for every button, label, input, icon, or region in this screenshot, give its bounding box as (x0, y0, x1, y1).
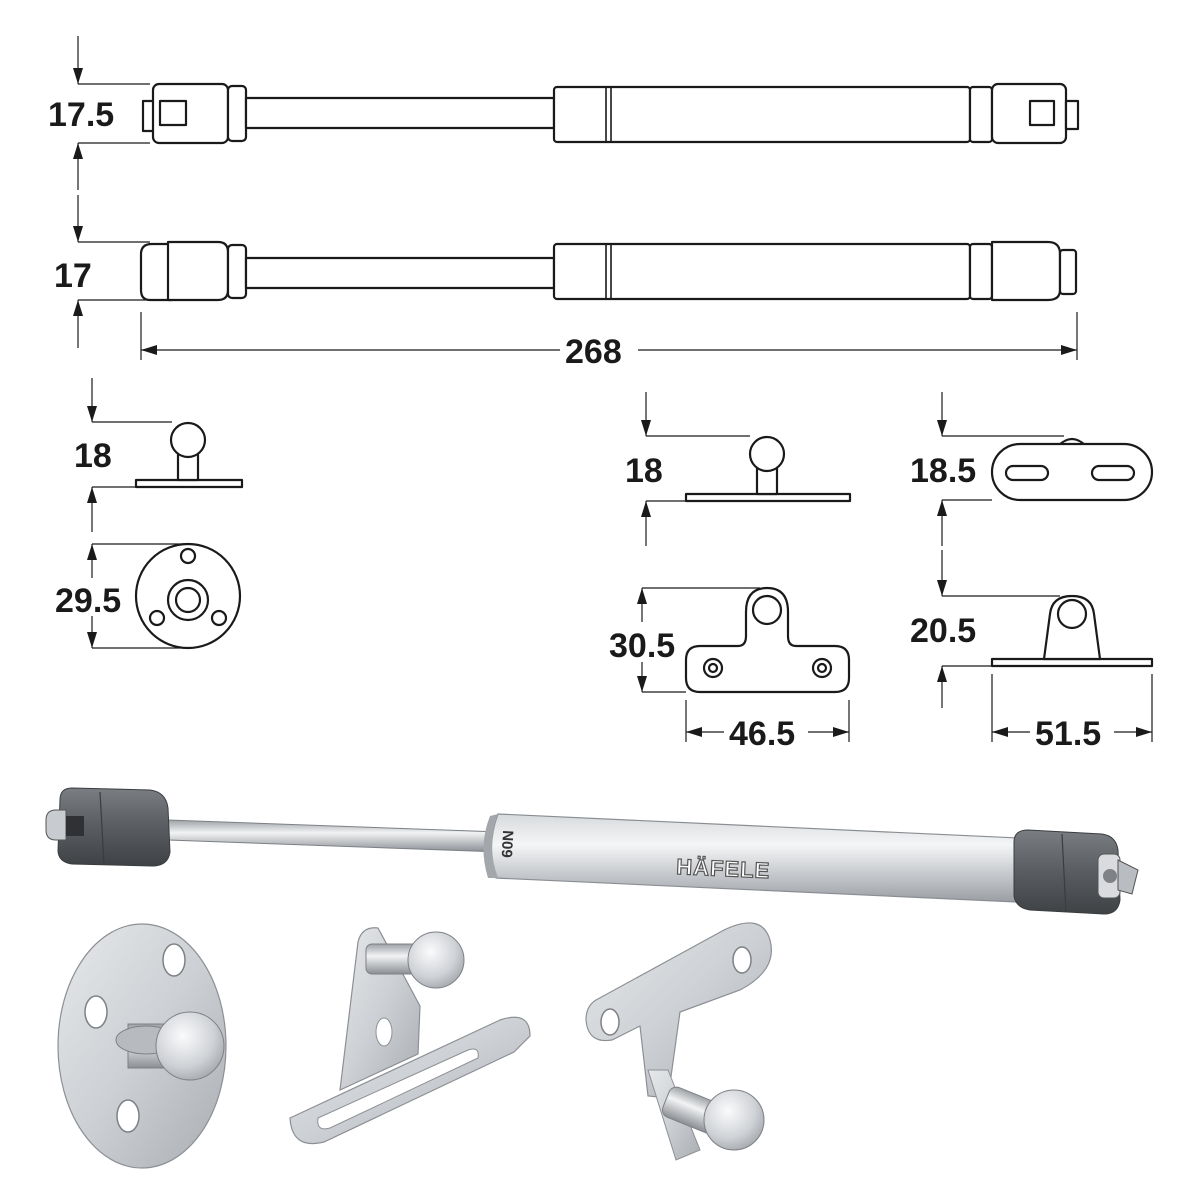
t-bracket-width-label: 46.5 (729, 715, 795, 753)
strut-a-height-label: 17.5 (48, 96, 114, 134)
slot-bracket-height-label: 18.5 (910, 452, 976, 490)
pressure-stamp: 60N (499, 830, 517, 858)
slot-bracket-width-label: 51.5 (1035, 715, 1101, 753)
round-bracket-diameter-dimension: 29.5 (55, 543, 188, 649)
t-bracket-depth-dimension: 30.5 (609, 587, 760, 693)
t-bracket-height-label: 18 (625, 452, 663, 490)
round-bracket-side-view (134, 421, 244, 489)
gas-strut-product-image: 60N HÄFELE (45, 787, 1139, 915)
strut-b-height-label: 17 (54, 257, 92, 295)
slot-bracket-width-dimension: 51.5 (991, 674, 1153, 753)
round-bracket-top-view (134, 542, 242, 650)
slot-bracket-top-view (990, 437, 1154, 502)
slot-bracket-side-view (990, 594, 1154, 668)
slot-bracket-depth-label: 20.5 (910, 612, 976, 650)
slot-bracket-height-dimension: 18.5 (910, 392, 1064, 546)
t-bracket-depth-label: 30.5 (609, 627, 675, 665)
strut-a-height-dimension: 17.5 (48, 36, 150, 190)
round-bracket-height-label: 18 (74, 437, 112, 475)
round-bracket-height-dimension: 18 (74, 378, 172, 532)
t-bracket-width-dimension: 46.5 (685, 700, 850, 753)
slot-bracket-product-image (289, 927, 531, 1145)
strut-length-label: 268 (565, 333, 622, 371)
strut-a-drawing (141, 82, 1080, 145)
round-bracket-diameter-label: 29.5 (55, 582, 121, 620)
round-bracket-product-image (57, 923, 227, 1169)
t-bracket-height-dimension: 18 (625, 392, 750, 546)
strut-length-dimension: 268 (140, 312, 1078, 371)
strut-b-drawing (139, 240, 1078, 302)
brand-logo-text: HÄFELE (676, 854, 771, 883)
t-bracket-side-view (684, 435, 852, 503)
slot-bracket-depth-dimension: 20.5 (910, 550, 1060, 708)
strut-b-height-dimension: 17 (54, 195, 150, 348)
t-bracket-product-image (585, 922, 772, 1161)
t-bracket-top-view (684, 586, 851, 694)
